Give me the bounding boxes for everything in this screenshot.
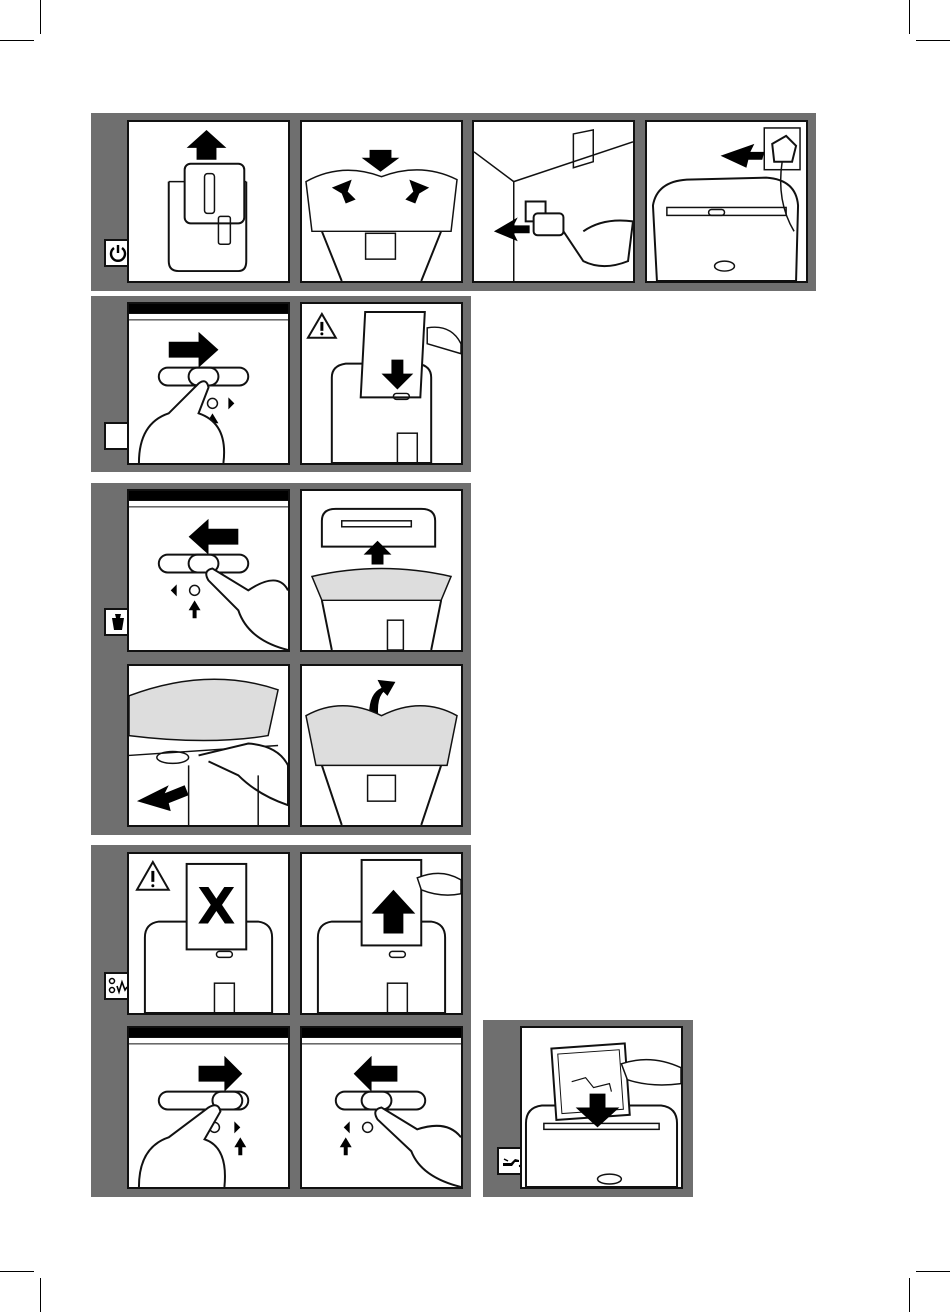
jam-mark: X (197, 878, 235, 936)
panel-remove-bag (300, 664, 463, 827)
panel-pull-paper (300, 852, 463, 1015)
panel-remove-head (300, 489, 463, 652)
crop-mark (40, 0, 41, 34)
panel-forward-jam (127, 1026, 290, 1189)
panel-overload-warning: X (127, 852, 290, 1015)
panel-lift-head (127, 120, 290, 283)
crop-mark (40, 1278, 41, 1312)
panel-lift-bag (127, 664, 290, 827)
panel-feed-paper (300, 302, 463, 465)
panel-wall-socket (645, 120, 808, 283)
crop-mark (909, 0, 910, 34)
panel-reverse-jam (300, 1026, 463, 1189)
crop-mark (916, 1271, 950, 1272)
panel-oil-sheet (520, 1026, 683, 1189)
panel-plug-cable (472, 120, 635, 283)
crop-mark (0, 40, 34, 41)
panel-switch-on (127, 302, 290, 465)
panel-switch-reverse (127, 489, 290, 652)
panel-insert-bag (300, 120, 463, 283)
crop-mark (909, 1278, 910, 1312)
crop-mark (0, 1271, 34, 1272)
crop-mark (916, 40, 950, 41)
